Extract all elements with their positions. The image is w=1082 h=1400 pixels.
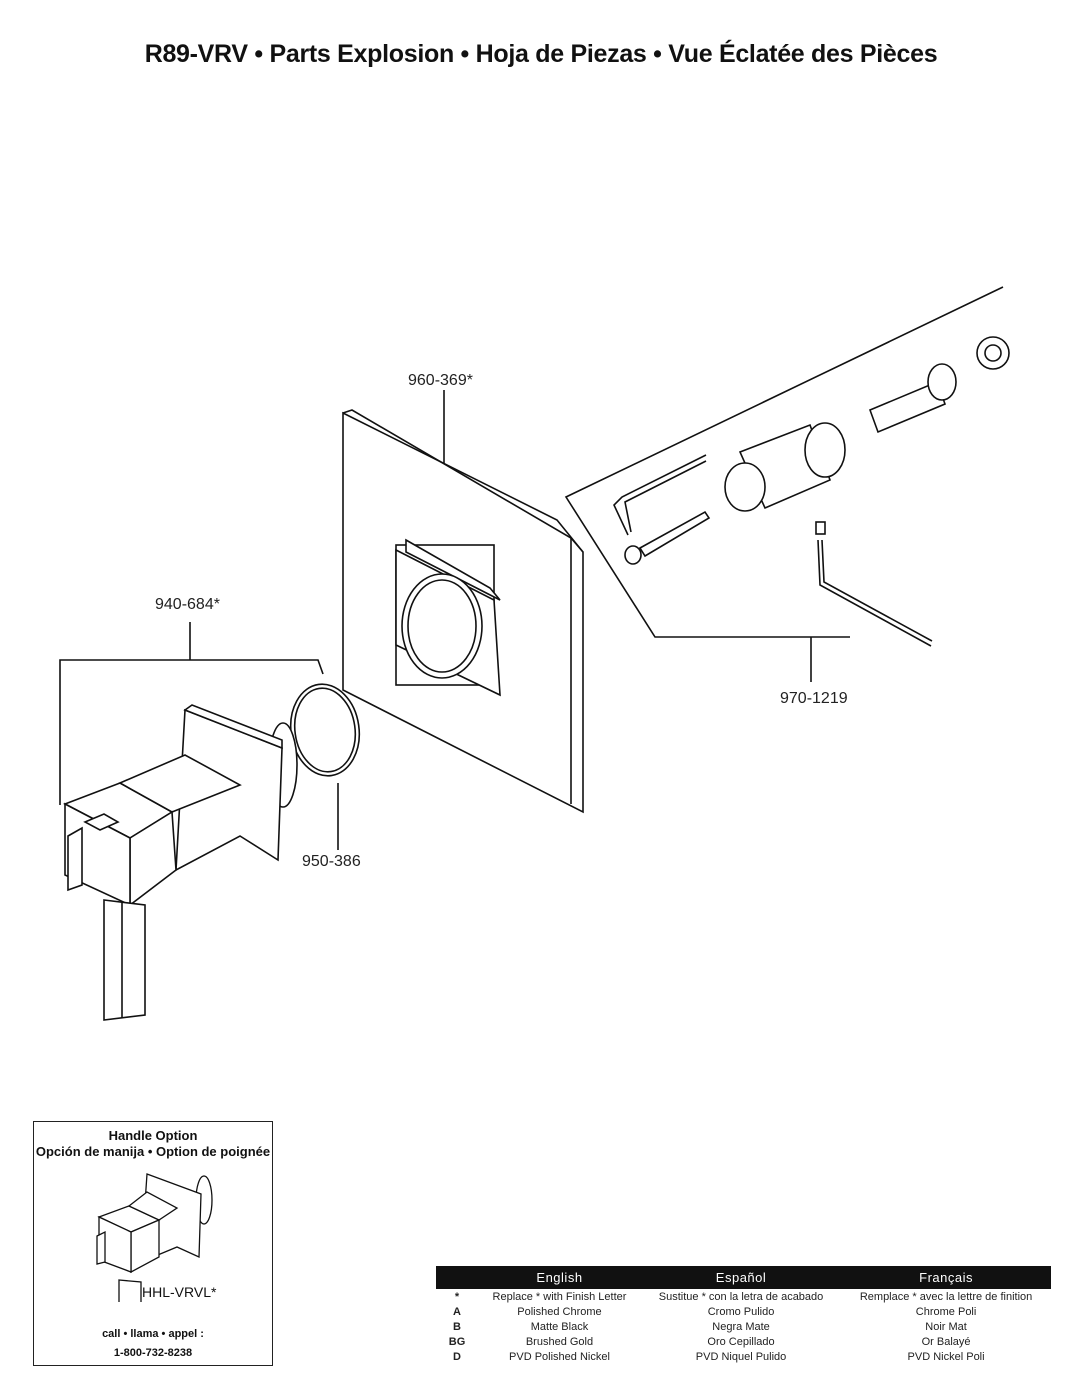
escutcheon-plate — [342, 390, 584, 814]
header-francais: Français — [841, 1266, 1051, 1289]
finish-en: PVD Polished Nickel — [509, 1350, 610, 1363]
header-code — [436, 1266, 478, 1289]
table-row: A Polished Chrome Cromo Pulido Chrome Po… — [436, 1304, 1051, 1319]
finish-table: English Español Français * Replace * wit… — [436, 1266, 1051, 1364]
finish-es: Oro Cepillado — [707, 1335, 775, 1348]
part-label-kit: 970-1219 — [780, 690, 848, 707]
finish-en: Replace * with Finish Letter — [492, 1290, 627, 1303]
finish-fr: Remplace * avec la lettre de finition — [859, 1290, 1033, 1303]
table-row: B Matte Black Negra Mate Noir Mat — [436, 1319, 1051, 1334]
finish-table-header: English Español Français — [436, 1266, 1051, 1289]
finish-fr: Chrome Poli — [915, 1305, 977, 1318]
finish-es: Sustitue * con la letra de acabado — [658, 1290, 824, 1303]
handle-option-drawing — [96, 1173, 213, 1302]
handle-option-title: Handle Option — [108, 1128, 198, 1143]
finish-fr: Or Balayé — [921, 1335, 971, 1348]
trim-kit — [564, 286, 1010, 682]
call-label: call • llama • appel : — [102, 1328, 204, 1340]
part-label-oring: 950-386 — [302, 853, 361, 870]
table-row: D PVD Polished Nickel PVD Niquel Pulido … — [436, 1349, 1051, 1364]
finish-fr: Noir Mat — [925, 1320, 967, 1333]
finish-code: BG — [448, 1335, 466, 1348]
finish-es: Negra Mate — [712, 1320, 770, 1333]
handle-option-part: HHL-VRVL* — [142, 1284, 217, 1300]
phone-number: 1-800-732-8238 — [113, 1347, 193, 1359]
part-label-handle: 940-684* — [155, 596, 220, 613]
finish-en: Brushed Gold — [525, 1335, 594, 1348]
finish-en: Polished Chrome — [517, 1305, 602, 1318]
finish-fr: PVD Nickel Poli — [907, 1350, 985, 1363]
finish-en: Matte Black — [530, 1320, 589, 1333]
finish-code: D — [453, 1350, 461, 1363]
finish-code: * — [454, 1290, 460, 1303]
handle-option-subtitle: Opción de manija • Option de poignée — [35, 1144, 271, 1159]
finish-es: PVD Niquel Pulido — [695, 1350, 787, 1363]
finish-es: Cromo Pulido — [707, 1305, 775, 1318]
finish-code: A — [453, 1305, 461, 1318]
table-row: * Replace * with Finish Letter Sustitue … — [436, 1289, 1051, 1304]
header-espanol: Español — [640, 1266, 842, 1289]
part-label-escutcheon: 960-369* — [408, 372, 473, 389]
handle-assembly — [59, 622, 324, 1021]
header-english: English — [478, 1266, 641, 1289]
handle-option-box: Handle Option Opción de manija • Option … — [33, 1121, 273, 1366]
table-row: BG Brushed Gold Oro Cepillado Or Balayé — [436, 1334, 1051, 1349]
page-title: R89-VRV • Parts Explosion • Hoja de Piez… — [144, 40, 938, 68]
finish-code: B — [453, 1320, 461, 1333]
